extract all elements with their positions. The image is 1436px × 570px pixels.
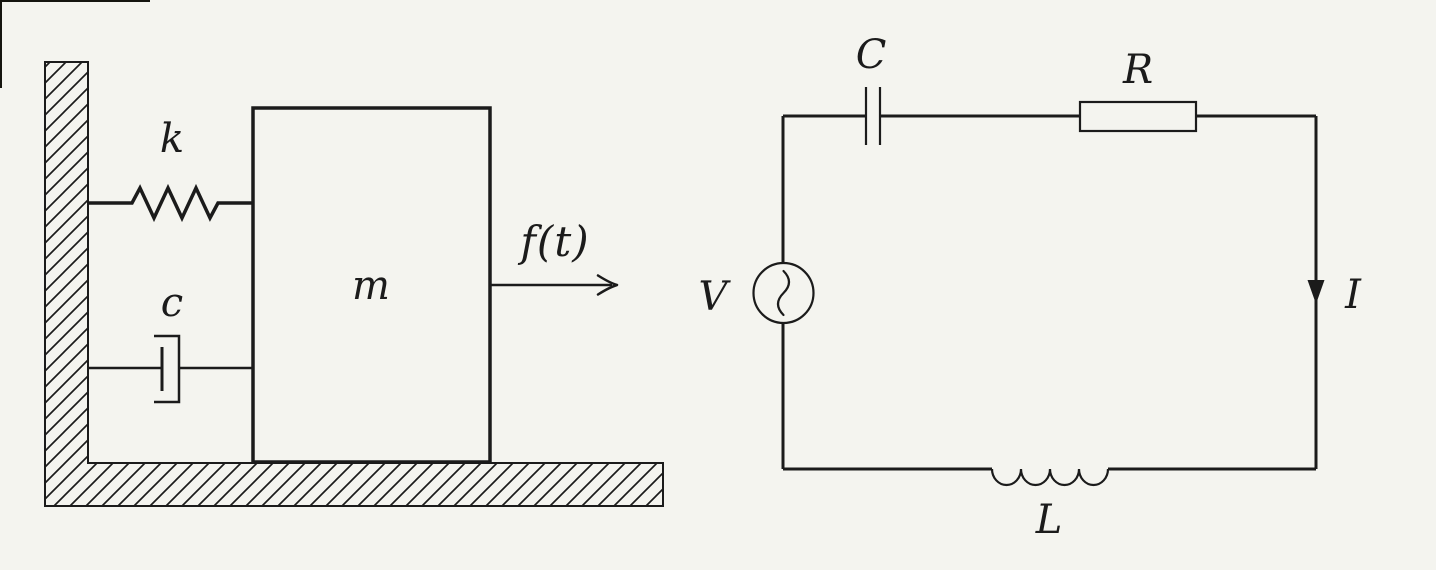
- mass-label: m: [352, 263, 390, 309]
- current-arrow: [1307, 280, 1325, 304]
- wall-and-floor-hatching: [44, 61, 664, 507]
- force-arrow-head: [596, 274, 619, 296]
- capacitor-symbol: [864, 87, 882, 145]
- screenshot-edge-artifact: [0, 0, 150, 88]
- spring-label: k: [160, 116, 184, 162]
- voltage-source-sine: [776, 269, 791, 317]
- capacitor-label: C: [856, 32, 887, 78]
- resistor-label: R: [1122, 47, 1153, 93]
- source-label: V: [699, 274, 732, 320]
- voltage-source-symbol: [752, 261, 815, 325]
- force-label: f(t): [517, 217, 589, 266]
- damper-symbol: [88, 334, 253, 404]
- damper-label: c: [161, 280, 183, 326]
- force-arrow: [490, 274, 619, 296]
- inductor-symbol: [990, 468, 1110, 487]
- current-label: I: [1344, 272, 1362, 318]
- inductor-label: L: [1035, 497, 1063, 543]
- mass-spring-damper-diagram: k c m f(t): [44, 61, 664, 507]
- spring-symbol: [88, 183, 253, 223]
- rlc-circuit-diagram: C R V I L: [699, 32, 1363, 543]
- resistor-symbol: [1078, 100, 1198, 133]
- mass-block: [251, 106, 492, 464]
